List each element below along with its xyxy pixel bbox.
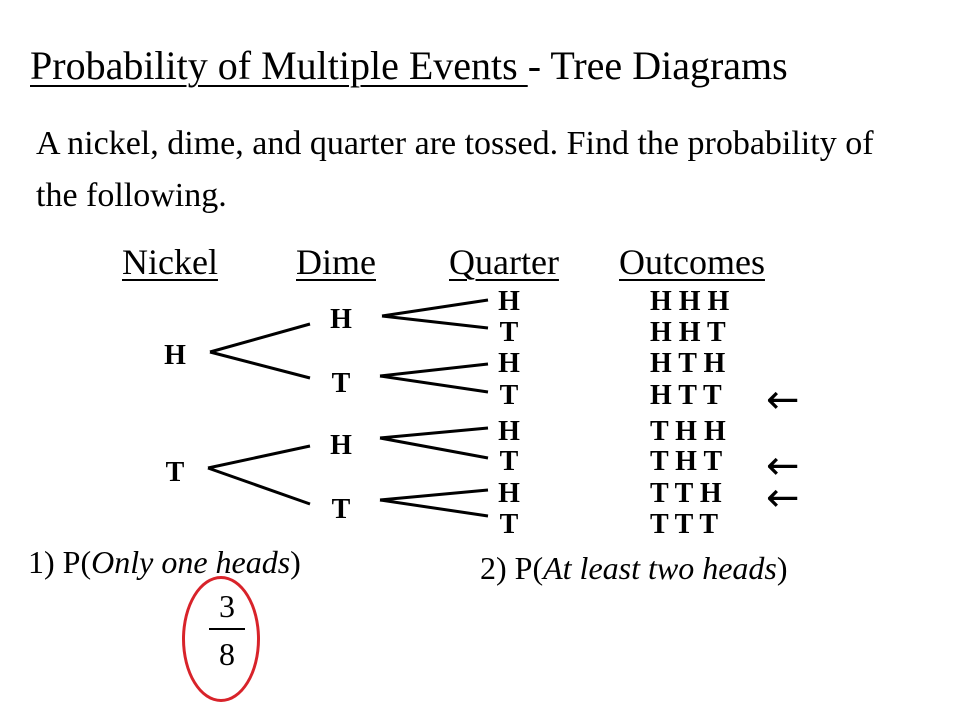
quarter-node: H bbox=[498, 416, 520, 447]
branch-line bbox=[207, 466, 311, 506]
branch-line bbox=[379, 426, 489, 440]
outcome-row: T T H bbox=[650, 478, 722, 509]
outcome-row: H T T bbox=[650, 380, 722, 411]
question-1: 1) P(Only one heads) bbox=[28, 544, 301, 580]
quarter-node: H bbox=[498, 348, 520, 379]
quarter-node: H bbox=[498, 286, 520, 317]
nickel-node-tails: T bbox=[165, 457, 185, 488]
branch-line bbox=[379, 374, 489, 394]
quarter-node: H bbox=[498, 478, 520, 509]
fraction-bar bbox=[209, 628, 245, 630]
quarter-node: T bbox=[499, 380, 519, 411]
answer-circle bbox=[182, 576, 260, 702]
quarter-node: T bbox=[499, 509, 519, 540]
problem-statement: A nickel, dime, and quarter are tossed. … bbox=[36, 125, 874, 214]
branch-line bbox=[209, 350, 311, 380]
quarter-node: T bbox=[499, 317, 519, 348]
arrow-left-icon: ← bbox=[766, 475, 800, 521]
outcome-row: T T T bbox=[650, 509, 719, 540]
outcome-row: H T H bbox=[650, 348, 726, 379]
nickel-node-heads: H bbox=[164, 340, 186, 371]
branch-line bbox=[209, 322, 311, 354]
branch-line bbox=[379, 362, 489, 378]
header-quarter: Quarter bbox=[449, 242, 559, 282]
dime-node: T bbox=[331, 494, 351, 525]
fraction-numerator: 3 bbox=[219, 588, 235, 624]
title-underlined: Probability of Multiple Events bbox=[30, 43, 528, 88]
header-nickel: Nickel bbox=[122, 242, 218, 282]
outcome-row: T H H bbox=[650, 416, 726, 447]
dime-node: H bbox=[330, 304, 352, 335]
dime-node: H bbox=[330, 430, 352, 461]
fraction-denominator: 8 bbox=[219, 636, 235, 672]
outcome-row: H H T bbox=[650, 317, 726, 348]
arrow-left-icon: ← bbox=[766, 443, 800, 489]
branch-line bbox=[379, 498, 489, 518]
dime-node: T bbox=[331, 368, 351, 399]
branch-line bbox=[379, 436, 489, 460]
branch-line bbox=[381, 298, 489, 318]
header-dime: Dime bbox=[296, 242, 376, 282]
branch-line bbox=[381, 314, 489, 330]
quarter-node: T bbox=[499, 446, 519, 477]
question-2: 2) P(At least two heads) bbox=[480, 550, 788, 586]
arrow-left-icon: ← bbox=[766, 377, 800, 423]
answer-1-fraction: 3 8 bbox=[207, 590, 247, 670]
header-outcomes: Outcomes bbox=[619, 242, 765, 282]
title-rest: - Tree Diagrams bbox=[527, 43, 788, 88]
branch-line bbox=[379, 488, 489, 502]
outcome-row: H H H bbox=[650, 286, 730, 317]
outcome-row: T H T bbox=[650, 446, 723, 477]
slide-title: Probability of Multiple Events - Tree Di… bbox=[30, 46, 788, 86]
branch-line bbox=[207, 444, 311, 470]
